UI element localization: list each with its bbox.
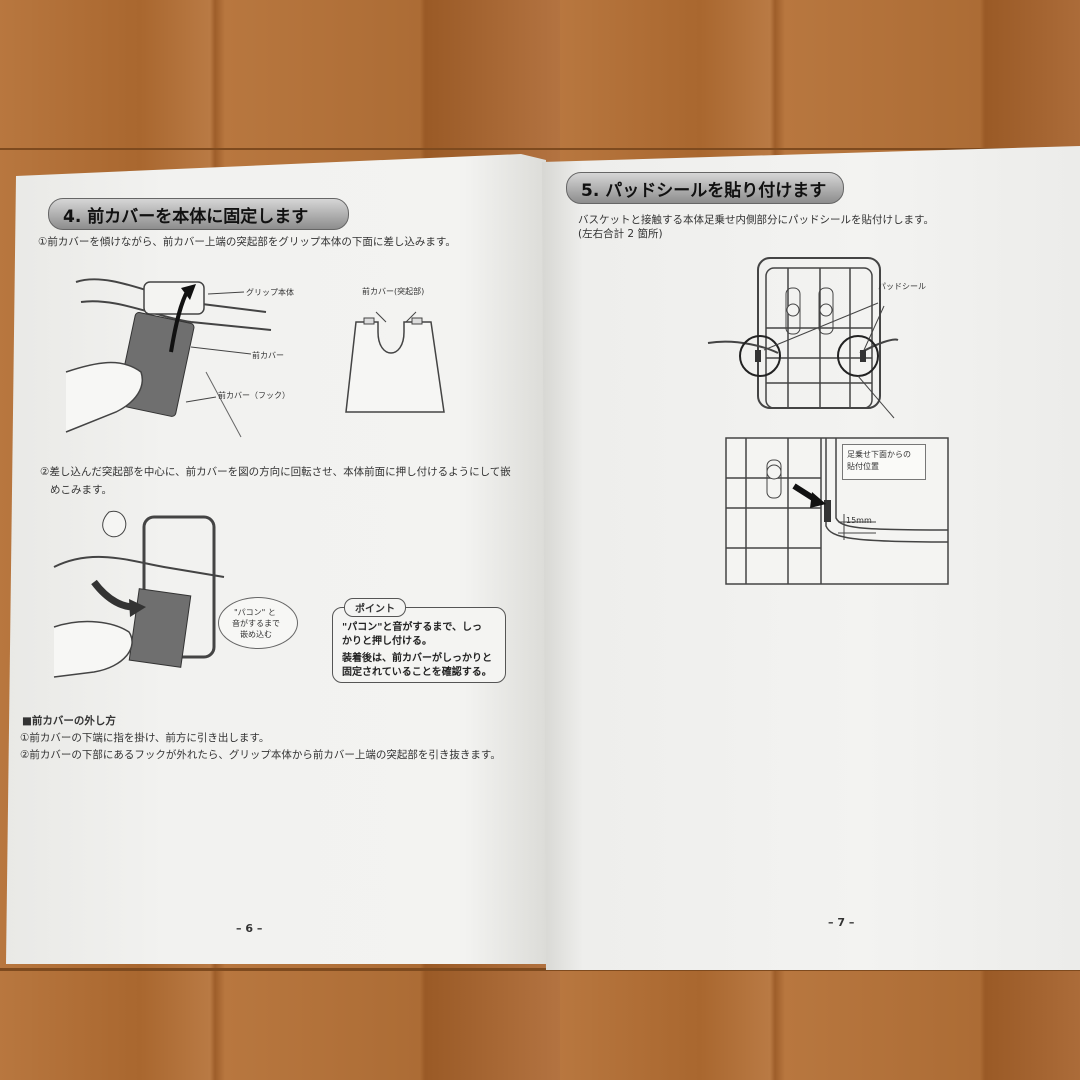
page-number-left: – 6 – [236,922,263,935]
callout-line2: 音がするまで [232,619,280,628]
removal-title: ■前カバーの外し方 [22,715,116,727]
point-box [332,607,506,683]
label-front-cover: 前カバー [252,351,284,360]
point-line4: 固定されていることを確認する。 [342,667,492,678]
page-number-right: – 7 – [828,916,855,929]
illustration-insert-cover [65,278,272,438]
illustration-rotate-cover [53,510,225,678]
intro-line1: バスケットと接触する本体足乗せ内側部分にパッドシールを貼付けします。 [578,214,934,226]
callout-click-bubble [218,597,298,649]
placement-callout-line2: 貼付位置 [847,462,879,471]
section-heading-5: 5. パッドシールを貼り付けます [566,172,844,204]
intro-line2: (左右合計 2 箇所) [578,228,663,240]
label-front-cover-protrusion: 前カバー(突起部) [362,287,425,296]
floor-seam-top [0,148,1080,150]
point-line3: 装着後は、前カバーがしっかりと [342,653,492,664]
dimension-label: 15mm [846,516,872,525]
illustration-front-cover-shape [345,311,445,413]
illustration-basket-footrest [707,257,899,419]
floor-seam-bottom [0,968,1080,971]
step2-text-line1: ②差し込んだ突起部を中心に、前カバーを図の方向に回転させ、本体前面に押し付けるよ… [40,466,511,478]
removal-step2: ②前カバーの下部にあるフックが外れたら、グリップ本体から前カバー上端の突起部を引… [20,749,501,761]
callout-line1: "パコン" と [234,608,276,617]
section-heading-4-text: 4. 前カバーを本体に固定します [63,206,309,227]
callout-line3: 嵌め込む [240,630,272,639]
removal-step1: ①前カバーの下端に指を掛け、前方に引き出します。 [20,732,270,744]
manual-page-right: 5. パッドシールを貼り付けます バスケットと接触する本体足乗せ内側部分にパッド… [542,146,1080,970]
step1-text: ①前カバーを傾けながら、前カバー上端の突起部をグリップ本体の下面に差し込みます。 [38,236,456,248]
label-pad-seal: パッドシール [878,282,926,291]
manual-page-left: 4. 前カバーを本体に固定します ①前カバーを傾けながら、前カバー上端の突起部を… [6,154,546,964]
point-line2: かりと押し付ける。 [342,636,432,647]
placement-callout-line1: 足乗せ下面からの [847,450,911,459]
illustration-pad-seal-detail [725,437,949,585]
label-grip-body: グリップ本体 [246,288,294,297]
label-front-cover-hook: 前カバー（フック） [218,391,290,400]
placement-callout [842,444,926,480]
section-heading-4: 4. 前カバーを本体に固定します [48,198,349,230]
point-line1: "パコン"と音がするまで、しっ [342,622,483,633]
point-tag: ポイント [344,598,406,617]
step2-text-line2: めこみます。 [50,484,112,496]
section-heading-5-text: 5. パッドシールを貼り付けます [581,180,827,201]
